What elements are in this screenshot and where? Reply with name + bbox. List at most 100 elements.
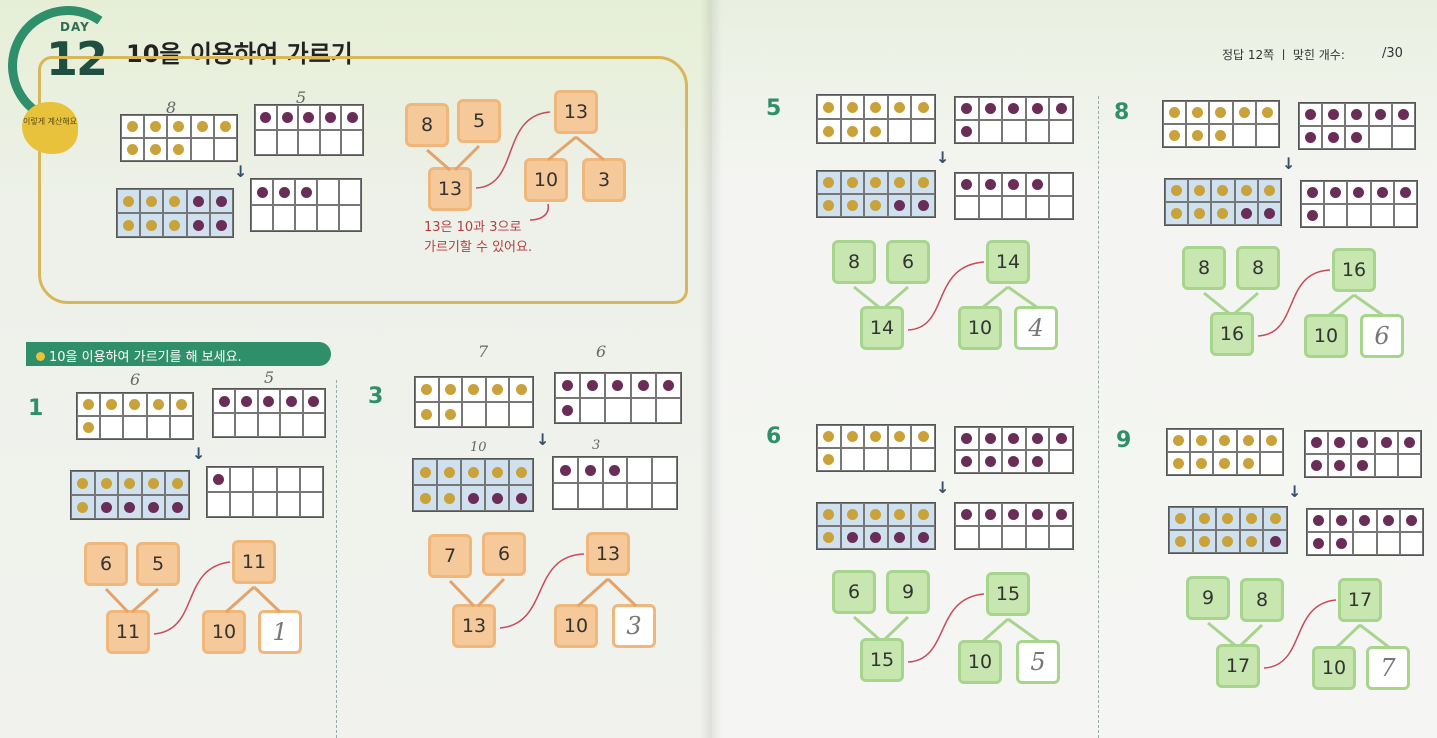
problem-9-frame-top-left [1166,428,1284,476]
problem-9-frame-bottom-right [1306,508,1424,556]
problem-1-hand-b: 5 [264,368,275,387]
problem-5-answer: 4 [1028,314,1044,342]
problem-1-down-arrow: ↓ [192,444,206,463]
example-box-sum-top: 13 [554,90,598,134]
problem-9-number: 9 [1116,428,1132,453]
problem-1-answer-box[interactable]: 1 [258,610,302,654]
problem-1-frame-bottom-left [70,470,190,520]
problem-9-frame-bottom-left [1168,506,1288,554]
problem-3-number: 3 [368,384,384,409]
problem-9-box-b: 8 [1240,578,1284,622]
problem-1-box-b: 5 [136,542,180,586]
problem-6-frame-bottom-right [954,502,1074,550]
problem-8-down-arrow: ↓ [1282,154,1296,173]
problem-8-answer: 6 [1374,322,1390,350]
problem-5-frame-top-right [954,96,1074,144]
problem-3-hand-b: 6 [596,342,607,361]
problem-9-box-sum: 17 [1216,644,1260,688]
problem-1-answer: 1 [272,618,288,646]
problem-6-frame-bottom-left [816,502,936,550]
example-box-ten: 10 [524,158,568,202]
problem-9-down-arrow: ↓ [1288,482,1302,501]
problem-9-answer-box[interactable]: 7 [1366,646,1410,690]
problem-6-down-arrow: ↓ [936,478,950,497]
problem-1-box-a: 6 [84,542,128,586]
example-box-b: 5 [457,99,501,143]
problem-8-box-ten: 10 [1304,314,1348,358]
problem-8-frame-top-left [1162,100,1280,148]
example-box-sum: 13 [428,167,472,211]
problem-8-frame-bottom-left [1164,178,1282,226]
problem-3-frame-bottom-left [412,458,534,512]
problem-5-box-ten: 10 [958,306,1002,350]
problem-5-frame-bottom-right [954,172,1074,220]
problem-6-answer: 5 [1030,648,1046,676]
example-frame-bottom-right [250,178,362,232]
problem-5-frame-top-left [816,94,936,144]
problem-5-number: 5 [766,96,782,121]
problem-1-hand-a: 6 [130,370,141,389]
problem-9-box-a: 9 [1186,576,1230,620]
example-box-rest: 3 [582,158,626,202]
problem-8-number: 8 [1114,100,1130,125]
instruction-banner: 10을 이용하여 가르기를 해 보세요. [26,342,331,366]
problem-3-frame-top-left [414,376,534,428]
problem-5-box-a: 8 [832,240,876,284]
problem-3-frame-bottom-right [552,456,678,510]
problem-8-answer-box[interactable]: 6 [1360,314,1404,358]
answer-reference: 정답 12쪽 ㅣ 맞힌 개수: [1222,48,1345,62]
problem-5-frame-bottom-left [816,170,936,218]
problem-3-hand-ten: 10 [470,440,487,455]
problem-9-frame-top-right [1304,430,1422,478]
problem-3-hand-a: 7 [478,342,489,361]
problem-5-box-b: 6 [886,240,930,284]
problem-6-number: 6 [766,424,782,449]
problem-1-box-ten: 10 [202,610,246,654]
problem-8-frame-top-right [1298,102,1416,150]
problem-8-box-b: 8 [1236,246,1280,290]
right-column-divider [1098,96,1099,738]
problem-5-box-sum: 14 [860,306,904,350]
problem-9-box-ten: 10 [1312,646,1356,690]
problem-6-box-ten: 10 [958,640,1002,684]
problem-5-down-arrow: ↓ [936,148,950,167]
score-total: /30 [1382,46,1403,61]
problem-3-down-arrow: ↓ [536,430,550,449]
problem-6-box-a: 6 [832,570,876,614]
problem-3-answer-box[interactable]: 3 [612,604,656,648]
left-column-divider [336,380,337,738]
problem-3-box-a: 7 [428,534,472,578]
instruction-text: 10을 이용하여 가르기를 해 보세요. [49,350,242,365]
problem-5-box-sum-top: 14 [986,240,1030,284]
example-note-line1: 13은 10과 3으로 [424,220,522,235]
problem-3-box-b: 6 [482,532,526,576]
example-badge: 이렇게 계산해요 [22,102,78,154]
example-frame-top-right [254,104,364,156]
problem-3-box-ten: 10 [554,604,598,648]
problem-8-box-sum-top: 16 [1332,248,1376,292]
example-box [38,56,688,304]
problem-1-box-sum: 11 [106,610,150,654]
example-note-line2: 가르기할 수 있어요. [424,240,533,255]
instruction-bullet-icon [36,352,45,361]
example-note: 13은 10과 3으로 가르기할 수 있어요. [424,218,532,258]
example-box-a: 8 [405,103,449,147]
problem-1-frame-top-right [212,388,326,438]
problem-3-frame-top-right [554,372,682,424]
problem-8-frame-bottom-right [1300,180,1418,228]
problem-6-box-sum-top: 15 [986,572,1030,616]
example-frame-top-left [120,114,238,162]
problem-1-number: 1 [28,396,44,421]
example-hand-8: 8 [166,98,177,117]
problem-9-box-sum-top: 17 [1338,578,1382,622]
problem-6-frame-top-right [954,426,1074,474]
problem-1-box-sum-top: 11 [232,540,276,584]
problem-6-answer-box[interactable]: 5 [1016,640,1060,684]
problem-3-box-sum: 13 [452,604,496,648]
problem-1-frame-top-left [76,392,194,440]
example-frame-bottom-left [116,188,234,238]
problem-9-answer: 7 [1380,654,1396,682]
problem-5-answer-box[interactable]: 4 [1014,306,1058,350]
problem-3-answer: 3 [626,612,642,640]
problem-1-frame-bottom-right [206,466,324,518]
